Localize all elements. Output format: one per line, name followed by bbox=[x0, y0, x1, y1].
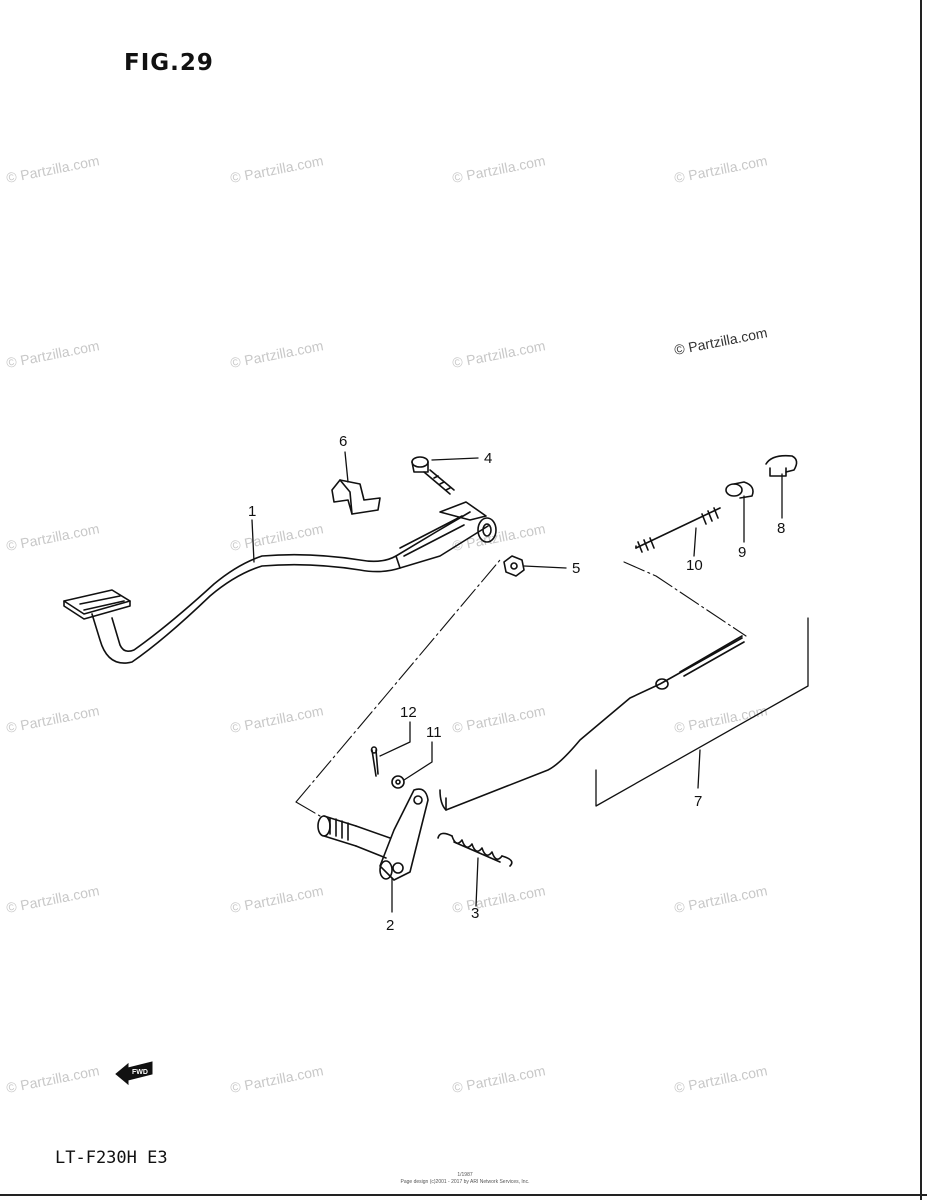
forward-direction-label: FWD bbox=[132, 1069, 148, 1076]
rod-spring-part-10 bbox=[635, 507, 721, 553]
brake-pedal-part-1 bbox=[63, 501, 497, 664]
callout-6: 6 bbox=[339, 433, 347, 450]
clevis-pin-part-8 bbox=[765, 454, 798, 477]
callout-11: 11 bbox=[426, 724, 442, 741]
pivot-bolt-part-4 bbox=[411, 456, 455, 495]
callout-5: 5 bbox=[572, 560, 580, 577]
page-footer: 1/1987 Page design (c)2001 - 2017 by ARI… bbox=[395, 1172, 535, 1186]
figure-label: FIG.29 bbox=[124, 50, 214, 76]
callout-12: 12 bbox=[400, 704, 417, 721]
callout-7: 7 bbox=[694, 793, 702, 810]
scan-edge-right bbox=[920, 0, 922, 1200]
brake-shaft-part-2 bbox=[317, 788, 429, 881]
washer-part-11 bbox=[391, 775, 405, 789]
model-code: LT-F230H E3 bbox=[55, 1148, 168, 1168]
nut-part-5 bbox=[503, 555, 525, 577]
scan-edge-bottom bbox=[0, 1194, 927, 1196]
footer-line: Page design (c)2001 - 2017 by ARI Networ… bbox=[400, 1179, 530, 1185]
callout-2: 2 bbox=[386, 917, 394, 934]
footer-line: 1/1987 bbox=[457, 1172, 473, 1178]
forward-direction-arrow-icon: FWD bbox=[115, 1061, 153, 1086]
brake-rod-part-7 bbox=[439, 635, 745, 811]
callout-3: 3 bbox=[471, 905, 479, 922]
callout-4: 4 bbox=[484, 450, 492, 467]
return-spring-part-3 bbox=[437, 832, 513, 867]
callout-1: 1 bbox=[248, 503, 256, 520]
rod-joint-part-9 bbox=[725, 481, 754, 499]
cotter-pin-part-12 bbox=[370, 746, 379, 777]
callout-8: 8 bbox=[777, 520, 785, 537]
callout-10: 10 bbox=[686, 557, 703, 574]
callout-9: 9 bbox=[738, 544, 746, 561]
clamp-bracket-part-6 bbox=[331, 479, 381, 515]
